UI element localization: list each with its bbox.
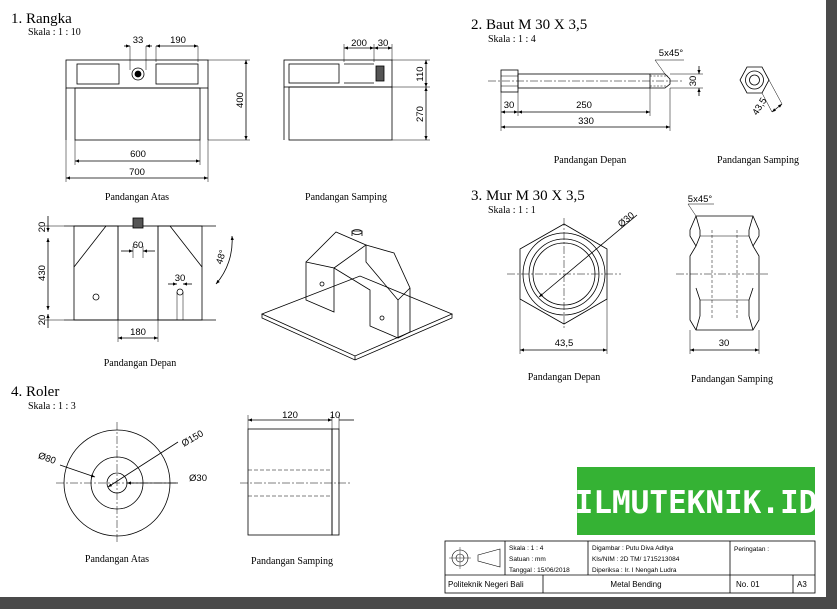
dim-rangka-33: 33 <box>133 35 144 46</box>
mur-front-view <box>507 214 638 354</box>
dim-baut-chamfer: 5x45° <box>659 48 684 59</box>
roler-side-view <box>240 415 354 536</box>
dim-rangka-180: 180 <box>130 327 146 338</box>
dim-rangka-430: 430 <box>37 265 48 281</box>
dim-baut-30a: 30 <box>688 76 699 87</box>
watermark-text: ILMUTEKNIK.ID <box>575 485 818 521</box>
dim-rangka-30: 30 <box>378 38 389 49</box>
baut-front-view-caption: Pandangan Depan <box>554 155 626 166</box>
tb-drawing-title: Metal Bending <box>610 580 661 589</box>
dim-roler-10: 10 <box>330 410 341 421</box>
mur-scale: Skala : 1 : 1 <box>488 205 536 216</box>
roler-title: 4. Roler <box>11 384 59 400</box>
dim-mur-dia30: Ø30 <box>616 210 637 230</box>
dim-baut-250: 250 <box>576 100 592 111</box>
rangka-side-view-caption: Pandangan Samping <box>305 192 387 203</box>
mur-side-view-caption: Pandangan Samping <box>691 374 773 385</box>
rangka-title: 1. Rangka <box>11 11 72 27</box>
dim-roler-dia80: Ø80 <box>37 450 58 466</box>
roler-side-view-caption: Pandangan Samping <box>251 556 333 567</box>
mur-side-view <box>676 203 770 354</box>
dim-baut-330: 330 <box>578 116 594 127</box>
dim-mur-30: 30 <box>719 338 730 349</box>
dim-baut-43: 43,5 <box>750 96 769 118</box>
tb-size: A3 <box>797 580 807 589</box>
tb-institution: Politeknik Negeri Bali <box>448 580 524 589</box>
rangka-scale: Skala : 1 : 10 <box>28 27 81 38</box>
frame-bottom <box>0 597 837 609</box>
dim-rangka-60: 60 <box>133 240 144 251</box>
tb-kls-nim: Kls/NIM : 2D TM/ 1715213084 <box>592 556 680 563</box>
dim-rangka-110: 110 <box>415 66 426 81</box>
rangka-top-view-caption: Pandangan Atas <box>105 192 169 203</box>
dim-rangka-48deg: 48° <box>214 249 229 266</box>
dim-roler-dia150: Ø150 <box>180 428 206 449</box>
rangka-top-view <box>65 44 250 182</box>
dim-roler-dia30: Ø30 <box>189 473 207 484</box>
dim-baut-30b: 30 <box>504 100 515 111</box>
roler-scale: Skala : 1 : 3 <box>28 401 76 412</box>
rangka-isometric-view <box>260 229 454 361</box>
dim-mur-chamfer: 5x45° <box>688 194 713 205</box>
tb-digambar: Digambar : Putu Diva Aditya <box>592 545 674 552</box>
dim-rangka-20a: 20 <box>37 222 48 233</box>
baut-title: 2. Baut M 30 X 3,5 <box>471 17 587 33</box>
dim-rangka-200: 200 <box>351 38 367 49</box>
title-block-frame <box>444 540 816 594</box>
baut-scale: Skala : 1 : 4 <box>488 34 536 45</box>
dim-rangka-700: 700 <box>129 167 145 178</box>
rangka-side-view <box>283 44 430 141</box>
dim-rangka-400: 400 <box>235 92 246 108</box>
dim-rangka-600: 600 <box>130 149 146 160</box>
dim-rangka-20b: 20 <box>37 315 48 326</box>
tb-tanggal: Tanggal : 15/06/2018 <box>509 567 570 574</box>
mur-front-view-caption: Pandangan Depan <box>528 372 600 383</box>
tb-number: No. 01 <box>736 580 760 589</box>
baut-side-view <box>739 66 783 113</box>
watermark-badge <box>577 467 815 535</box>
tb-peringatan: Peringatan : <box>734 546 769 553</box>
dim-roler-120: 120 <box>282 410 298 421</box>
roler-top-view-caption: Pandangan Atas <box>85 554 149 565</box>
tb-satuan: Satuan : mm <box>509 556 546 563</box>
rangka-front-view-caption: Pandangan Depan <box>104 358 176 369</box>
baut-side-view-caption: Pandangan Samping <box>717 155 799 166</box>
rangka-front-view <box>44 216 234 342</box>
mur-title: 3. Mur M 30 X 3,5 <box>471 188 585 204</box>
dim-rangka-270: 270 <box>415 106 426 122</box>
dim-rangka-190: 190 <box>170 35 186 46</box>
dim-rangka-30b: 30 <box>175 273 186 284</box>
dim-mur-43: 43,5 <box>555 338 574 349</box>
tb-diperiksa: Diperiksa : Ir. I Nengah Ludra <box>592 567 677 574</box>
roler-top-view <box>56 422 179 544</box>
tb-skala: Skala : 1 : 4 <box>509 545 544 552</box>
frame-right <box>826 0 837 609</box>
baut-front-view <box>488 59 703 131</box>
